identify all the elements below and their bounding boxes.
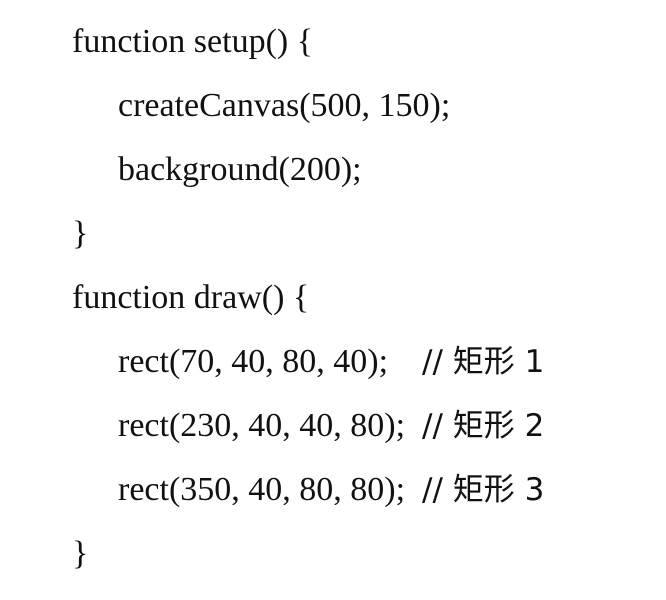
rect-1-comment: // 矩形 1 <box>422 344 545 380</box>
code-line-rect-3: rect(350, 40, 80, 80); // 矩形 3 <box>118 470 544 510</box>
code-line-rect-1: rect(70, 40, 80, 40); // 矩形 1 <box>118 342 544 382</box>
code-line-draw-header: function draw() { <box>72 279 310 316</box>
code-line-create-canvas: createCanvas(500, 150); <box>118 87 451 124</box>
rect-1-call: rect(70, 40, 80, 40); <box>118 343 389 380</box>
rect-3-comment: // 矩形 3 <box>422 472 545 508</box>
rect-2-call: rect(230, 40, 40, 80); <box>118 407 406 444</box>
rect-2-comment: // 矩形 2 <box>422 408 545 444</box>
code-line-rect-2: rect(230, 40, 40, 80); // 矩形 2 <box>118 406 544 446</box>
code-line-setup-close: } <box>72 215 89 252</box>
code-line-draw-close: } <box>72 535 89 572</box>
code-line-background: background(200); <box>118 151 362 188</box>
rect-3-call: rect(350, 40, 80, 80); <box>118 471 406 508</box>
code-line-setup-header: function setup() { <box>72 23 314 60</box>
